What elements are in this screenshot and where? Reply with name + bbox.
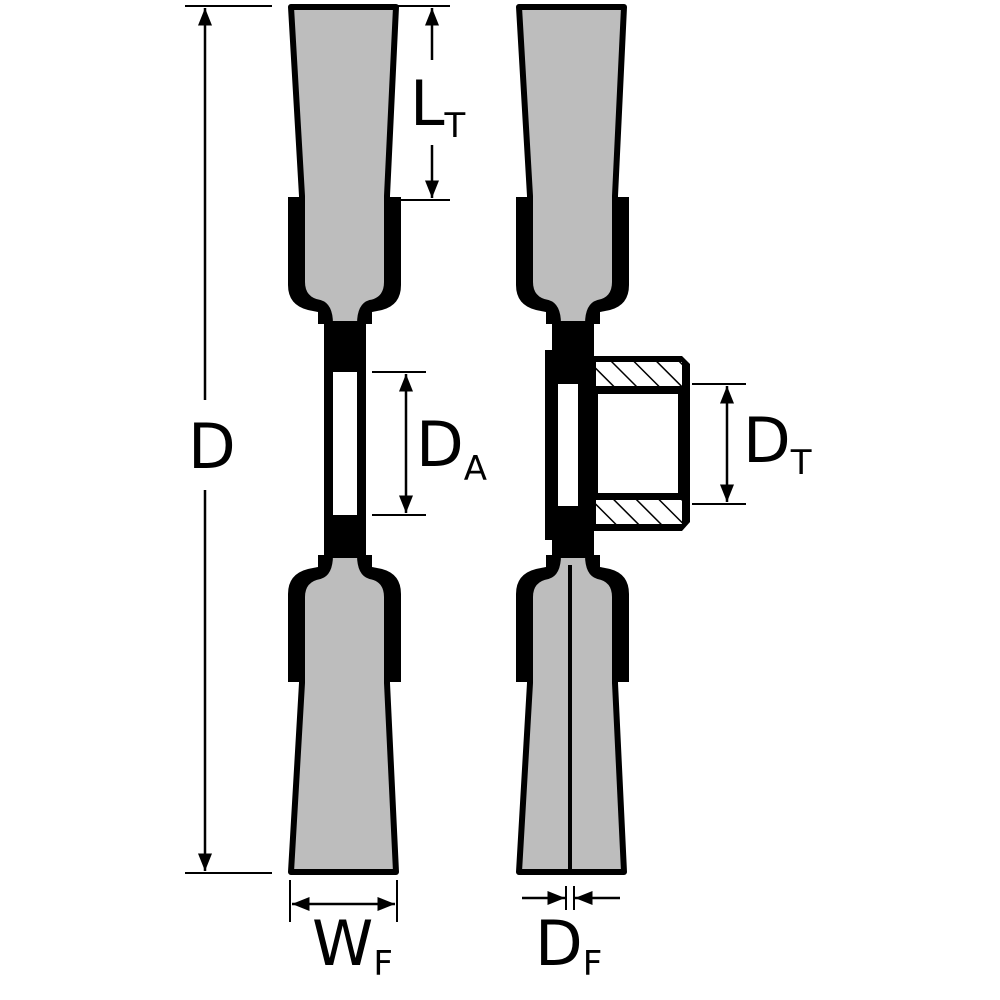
- dimension-LT: LT: [397, 5, 466, 201]
- dimension-DA: DA: [372, 371, 487, 516]
- dimension-WF: WF: [289, 880, 398, 984]
- label-WF: WF: [312, 907, 393, 984]
- label-DF: DF: [535, 907, 602, 984]
- left-view-brush: [288, 7, 401, 872]
- label-LT: LT: [410, 67, 466, 146]
- dimension-DT: DT: [692, 383, 812, 505]
- arbor-hole-left: [333, 372, 357, 515]
- label-DA: DA: [416, 408, 487, 489]
- dimension-D: D: [185, 5, 272, 874]
- threaded-hub: [545, 350, 690, 540]
- label-D: D: [188, 410, 236, 483]
- dimension-DF: DF: [522, 886, 620, 984]
- label-DT: DT: [743, 404, 812, 483]
